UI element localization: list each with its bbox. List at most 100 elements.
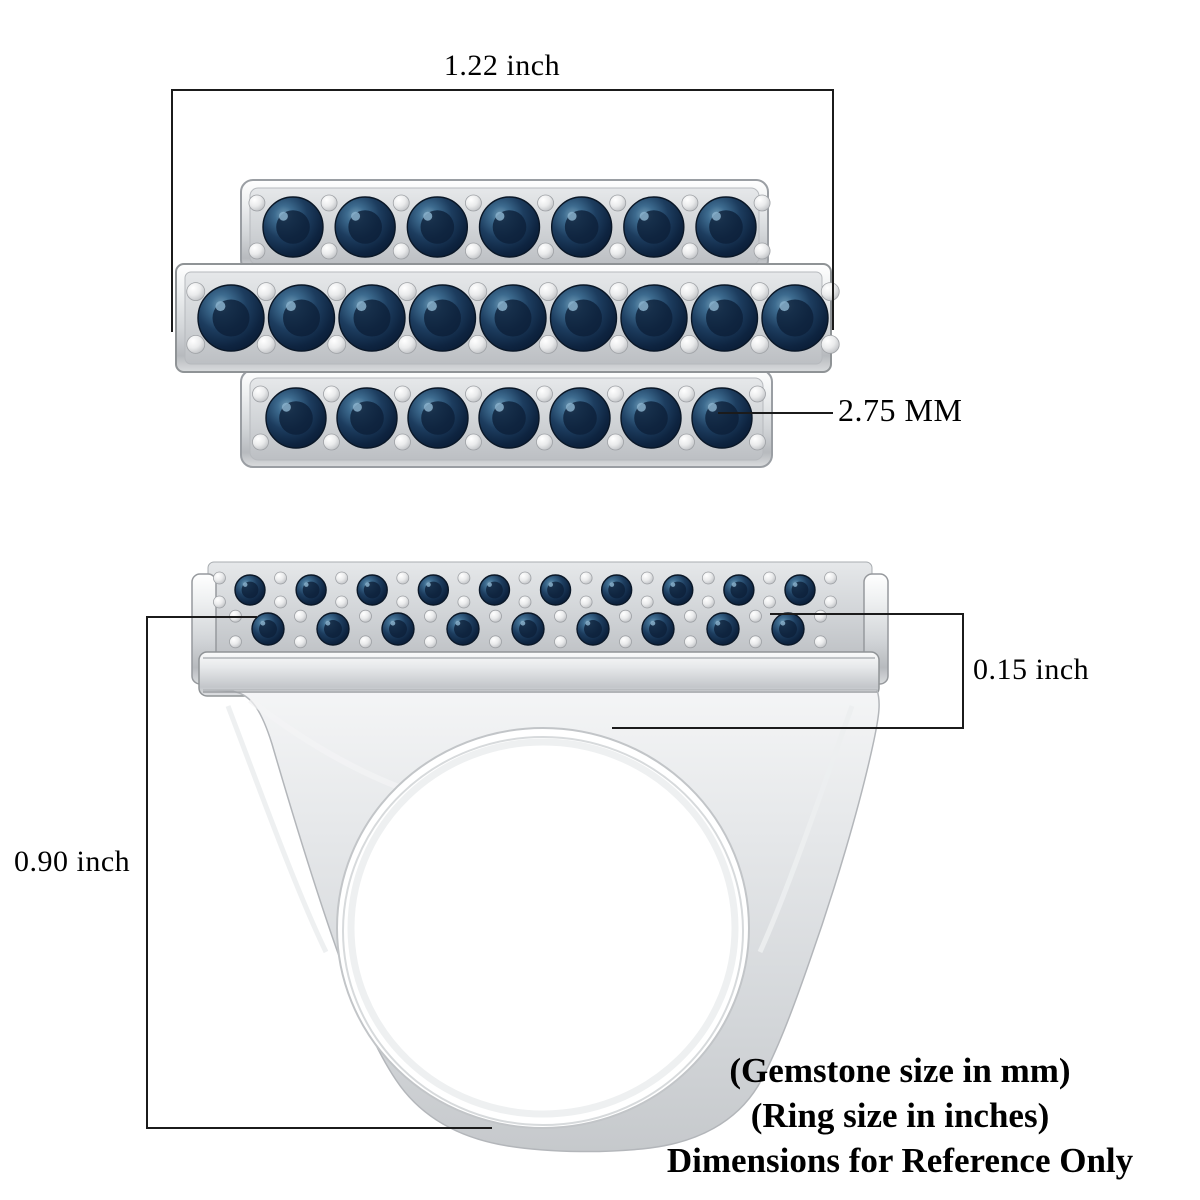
prong <box>579 571 593 585</box>
gemstone-glint <box>426 582 431 587</box>
prong <box>457 595 471 609</box>
gemstone-glint <box>455 620 461 626</box>
prong <box>294 609 307 623</box>
prong <box>457 571 471 585</box>
prong <box>750 334 770 354</box>
prong <box>681 242 699 260</box>
prong <box>619 635 632 649</box>
prong <box>359 609 372 623</box>
gemstone-glint <box>520 620 526 626</box>
gemstone-glint <box>281 402 291 412</box>
right-shoulder-highlight <box>757 705 855 954</box>
face-height-dimension-line <box>612 613 964 729</box>
ring-height-label: 0.90 inch <box>14 845 131 878</box>
prong <box>252 433 269 451</box>
prong <box>763 595 776 609</box>
prong <box>607 433 624 451</box>
prong <box>489 609 502 623</box>
gemstone-glint <box>708 301 719 312</box>
finger-opening <box>336 727 750 1129</box>
gemstone-glint <box>567 301 578 312</box>
prong <box>537 242 554 260</box>
prong <box>814 635 827 649</box>
prong <box>684 635 697 649</box>
prong <box>468 334 488 354</box>
prong <box>327 282 347 302</box>
footer-note-ring-units: (Ring size in inches) <box>750 1096 1050 1135</box>
gemstone-glint <box>325 620 331 626</box>
prong <box>579 595 593 609</box>
gemstone-glint <box>352 402 362 412</box>
prong <box>320 242 338 260</box>
band-inner-wall-highlight <box>347 738 739 1118</box>
prong <box>186 282 206 302</box>
gemstone-glint <box>215 301 226 312</box>
prong <box>701 571 715 585</box>
prong <box>359 635 372 649</box>
prong <box>824 571 837 585</box>
gemstone-glint <box>585 620 591 626</box>
gemstone-glint <box>638 301 649 312</box>
prong <box>536 433 553 451</box>
prong <box>749 385 766 403</box>
gemstone-glint <box>426 301 437 312</box>
prong <box>820 282 840 302</box>
prong <box>518 595 532 609</box>
prong <box>820 334 840 354</box>
prong <box>335 571 349 585</box>
gemstone-glint <box>242 582 248 587</box>
prong <box>679 334 699 354</box>
prong <box>750 282 770 302</box>
gemstone-glint <box>707 402 717 412</box>
face-height-label: 0.15 inch <box>973 653 1090 686</box>
prong <box>554 635 567 649</box>
prong <box>335 595 349 609</box>
gemstone-glint <box>285 301 296 312</box>
prong <box>609 194 627 212</box>
gemstone-glint <box>567 211 577 221</box>
prong <box>536 385 553 403</box>
gemstone-glint <box>636 402 646 412</box>
prong <box>538 282 558 302</box>
prong <box>609 334 629 354</box>
prong <box>681 194 699 212</box>
gemstone-glint <box>356 301 367 312</box>
gemstone-glint <box>650 620 656 626</box>
width-dimension-line <box>171 89 834 332</box>
prong <box>607 385 624 403</box>
prong <box>392 194 410 212</box>
prong <box>753 242 771 260</box>
gem-size-label: 2.75 MM <box>838 392 963 428</box>
footer-note-disclaimer: Dimensions for Reference Only <box>666 1141 1134 1180</box>
prong <box>468 282 488 302</box>
prong <box>679 282 699 302</box>
prong <box>397 282 417 302</box>
prong <box>256 282 276 302</box>
gemstone-glint <box>497 301 508 312</box>
prong <box>701 595 715 609</box>
prong <box>537 194 554 212</box>
gemstone-glint <box>494 402 504 412</box>
footer-note-gemstone-units: (Gemstone size in mm) <box>729 1051 1071 1090</box>
prong <box>465 433 482 451</box>
gemstone-glint <box>390 620 396 626</box>
prong <box>749 433 766 451</box>
prong <box>678 433 695 451</box>
gemstone-glint <box>670 582 676 587</box>
prong <box>396 571 410 585</box>
gemstone-glint <box>731 582 737 587</box>
prong <box>424 635 437 649</box>
prong <box>640 571 654 585</box>
gemstone-glint <box>365 582 370 587</box>
prong <box>248 194 266 212</box>
prong <box>294 635 307 649</box>
prong <box>753 194 771 212</box>
gemstone-glint <box>715 620 721 626</box>
width-dimension-label: 1.22 inch <box>443 49 561 82</box>
prong <box>609 242 627 260</box>
footer-notes: (Gemstone size in mm) (Ring size in inch… <box>610 1048 1190 1183</box>
prong <box>320 194 338 212</box>
gemstone-glint <box>711 211 721 221</box>
prong <box>465 385 482 403</box>
